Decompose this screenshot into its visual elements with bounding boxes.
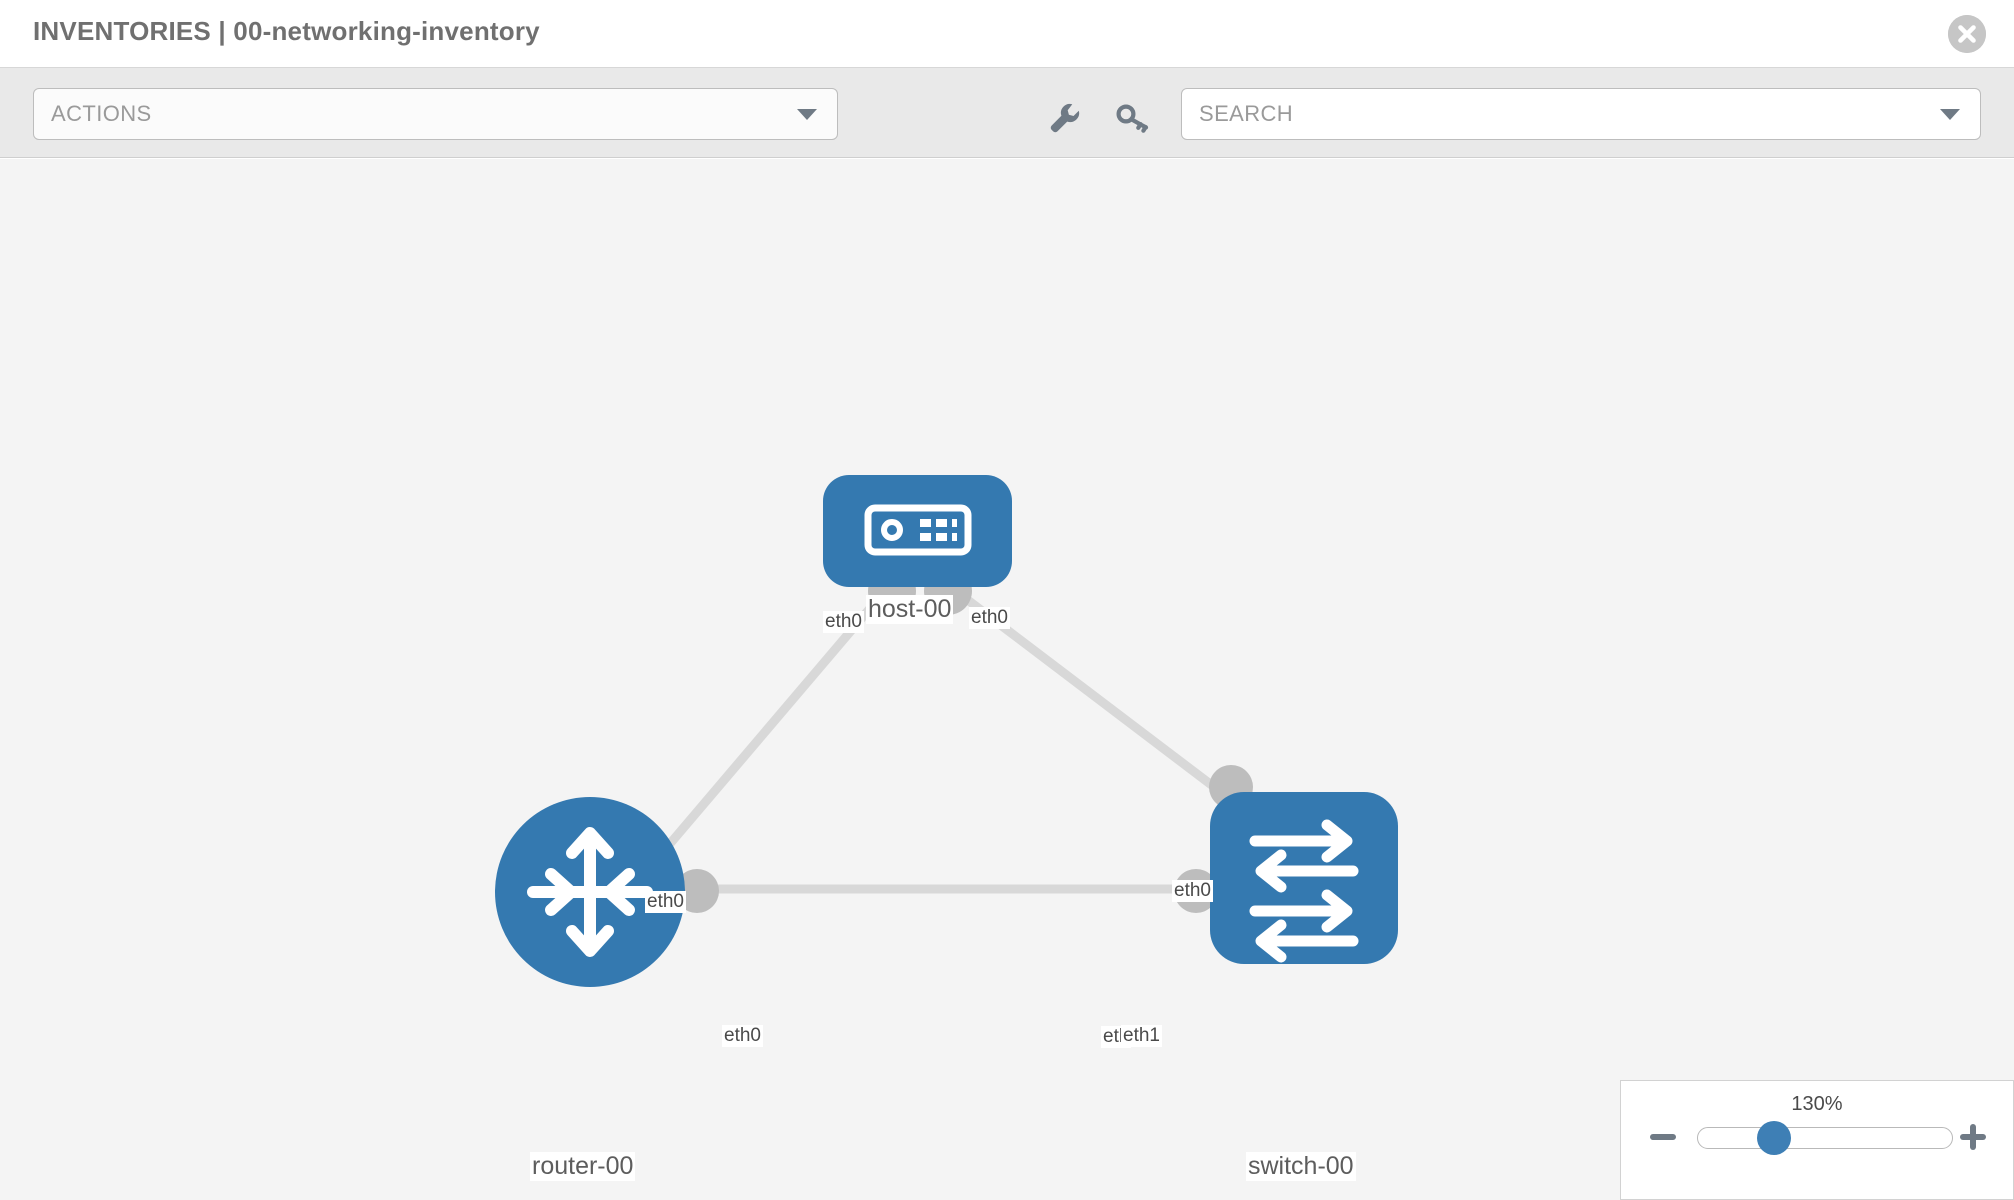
node-label-switch-00: switch-00: [1246, 1152, 1356, 1181]
page-header: INVENTORIES | 00-networking-inventory: [0, 0, 2014, 68]
iface-label-host-right: eth0: [969, 607, 1010, 629]
search-input[interactable]: SEARCH: [1181, 88, 1981, 140]
zoom-slider[interactable]: [1697, 1127, 1953, 1149]
iface-label-host-left: eth0: [823, 611, 864, 633]
node-label-host-00: host-00: [866, 595, 954, 624]
node-label-router-00: router-00: [530, 1152, 636, 1181]
iface-label-router-right: eth0: [722, 1025, 763, 1047]
search-input-text: SEARCH: [1199, 101, 1294, 126]
minus-icon[interactable]: [1647, 1121, 1679, 1153]
topology-graph: [495, 475, 1398, 987]
node-router-00: [495, 797, 685, 987]
page-title: INVENTORIES | 00-networking-inventory: [33, 16, 540, 46]
chevron-down-icon[interactable]: [1940, 108, 1960, 120]
actions-dropdown-label: ACTIONS: [51, 101, 152, 126]
topology-canvas[interactable]: eth0 host-00 eth0 eth0 eth0 eth0 eth eth…: [0, 159, 2014, 1200]
switch-arrows-icon: [1249, 819, 1359, 963]
node-host-00: [823, 475, 1012, 587]
zoom-slider-thumb[interactable]: [1757, 1121, 1791, 1155]
wrench-icon[interactable]: [1047, 100, 1083, 136]
chevron-down-icon: [797, 108, 817, 120]
iface-label-router-up: eth0: [645, 891, 686, 913]
toolbar: ACTIONS SEARCH: [0, 68, 2014, 158]
node-switch-00: [1210, 792, 1398, 964]
server-appliance-icon: [864, 504, 972, 556]
topology-links: [636, 575, 1233, 894]
zoom-level-value: 130%: [1791, 1093, 1843, 1115]
key-icon[interactable]: [1115, 100, 1151, 136]
connector-router-right: [675, 869, 719, 913]
close-icon[interactable]: [1948, 15, 1986, 53]
iface-label-switch-up: eth0: [1172, 880, 1213, 902]
iface-label-switch-left-b: eth1: [1121, 1025, 1162, 1047]
zoom-control-panel: 130%: [1620, 1080, 2014, 1200]
actions-dropdown[interactable]: ACTIONS: [33, 88, 838, 140]
plus-icon[interactable]: [1957, 1121, 1989, 1153]
router-four-arrows-icon: [527, 827, 653, 957]
